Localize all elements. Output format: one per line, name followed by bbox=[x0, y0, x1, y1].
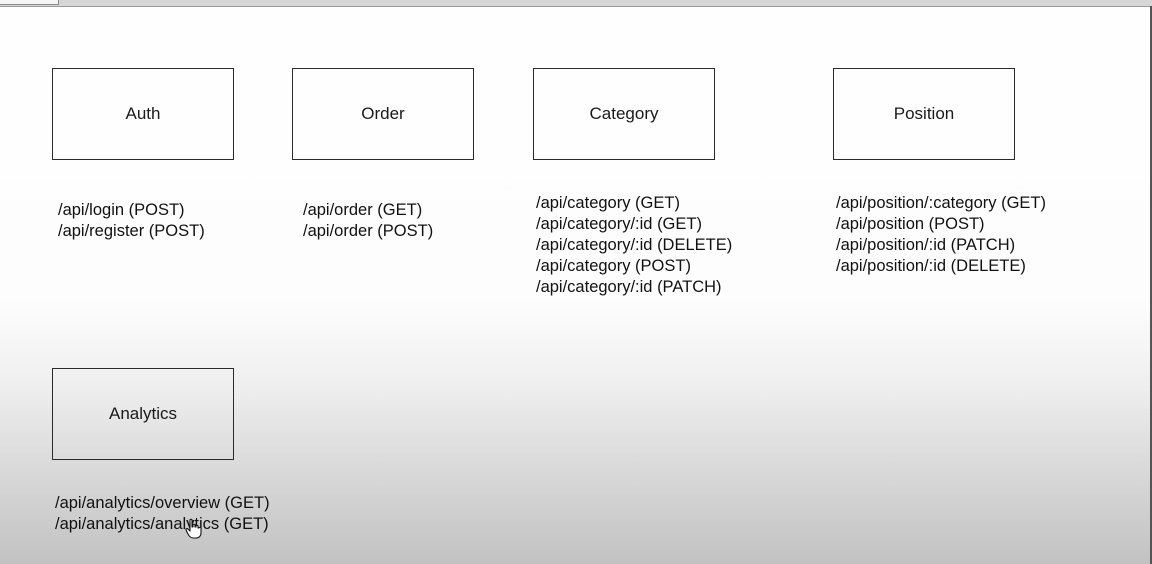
endpoint-item: /api/analytics/overview (GET) bbox=[55, 494, 270, 512]
position-title: Position bbox=[893, 104, 955, 123]
endpoint-item: /api/position/:category (GET) bbox=[836, 194, 1047, 212]
window-top-strip bbox=[0, 0, 1152, 7]
category-box: Category bbox=[533, 68, 715, 160]
auth-endpoint-list: /api/login (POST) /api/register (POST) bbox=[58, 200, 205, 242]
position-box: Position bbox=[833, 68, 1015, 160]
analytics-title: Analytics bbox=[108, 404, 178, 423]
window-tab[interactable] bbox=[0, 0, 59, 5]
analytics-endpoint-list: /api/analytics/overview (GET) /api/analy… bbox=[55, 493, 270, 535]
order-box: Order bbox=[292, 68, 474, 160]
order-title: Order bbox=[361, 104, 405, 123]
hand-pointer-icon bbox=[185, 518, 202, 539]
scrollbar-edge[interactable] bbox=[1150, 6, 1152, 564]
endpoint-item: /api/register (POST) bbox=[58, 222, 205, 240]
endpoint-item: /api/position (POST) bbox=[836, 215, 985, 233]
endpoint-item: /api/category/:id (GET) bbox=[536, 215, 702, 233]
endpoint-item: /api/category (POST) bbox=[536, 257, 691, 275]
analytics-box: Analytics bbox=[52, 368, 234, 460]
endpoint-item: /api/analytics/analytics (GET) bbox=[55, 515, 269, 533]
auth-title: Auth bbox=[125, 104, 161, 123]
endpoint-item: /api/order (GET) bbox=[303, 201, 423, 219]
category-title: Category bbox=[589, 104, 659, 123]
endpoint-item: /api/category (GET) bbox=[536, 194, 680, 212]
endpoint-item: /api/login (POST) bbox=[58, 201, 185, 219]
auth-box: Auth bbox=[52, 68, 234, 160]
order-endpoint-list: /api/order (GET) /api/order (POST) bbox=[303, 200, 433, 242]
endpoint-item: /api/position/:id (DELETE) bbox=[836, 257, 1026, 275]
position-endpoint-list: /api/position/:category (GET) /api/posit… bbox=[836, 193, 1046, 277]
endpoint-item: /api/category/:id (PATCH) bbox=[536, 278, 722, 296]
endpoint-item: /api/category/:id (DELETE) bbox=[536, 236, 733, 254]
endpoint-item: /api/order (POST) bbox=[303, 222, 434, 240]
endpoint-item: /api/position/:id (PATCH) bbox=[836, 236, 1016, 254]
category-endpoint-list: /api/category (GET) /api/category/:id (G… bbox=[536, 193, 732, 298]
